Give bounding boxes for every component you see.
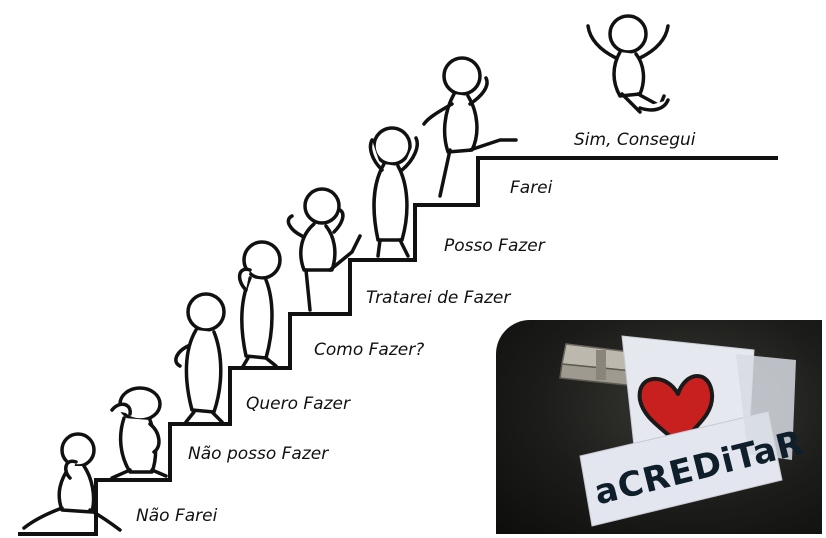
step-label-quero-fazer: Quero Fazer [246,394,350,414]
stick-figure-standing-icon [174,292,226,424]
step-label-nao-farei: Não Farei [136,506,218,526]
stick-figure-climbing-icon [422,56,518,198]
stick-figure-thinking-icon [237,240,282,370]
step-label-nao-posso-fazer: Não posso Fazer [188,444,329,464]
step-label-posso-fazer: Posso Fazer [444,236,545,256]
stick-figure-stepping-icon [286,187,362,312]
photo-scene [559,335,796,527]
paper-word-card [579,411,783,527]
acreditar-photo: aCREDiTaR [496,320,822,534]
stick-figure-head-down-icon [110,386,168,480]
stick-figure-jumping-icon [586,14,670,114]
step-label-tratarei-de-fazer: Tratarei de Fazer [366,288,511,308]
staircase-line [18,156,778,536]
stick-figure-cheering-icon [368,126,419,258]
step-label-farei: Farei [510,178,553,198]
step-label-sim-consegui: Sim, Consegui [574,130,696,150]
stick-figure-sitting-icon [22,432,122,532]
step-label-como-fazer: Como Fazer? [314,340,425,360]
